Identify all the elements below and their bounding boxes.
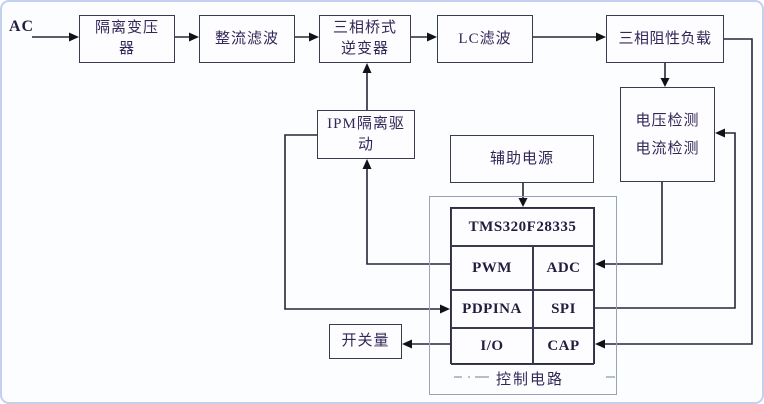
line-auxpower-to-dsp — [518, 183, 528, 207]
block-isolation-transformer: 隔离变压 器 — [79, 15, 175, 63]
dsp-title: TMS320F28335 — [451, 208, 594, 246]
line-load-to-cap — [595, 38, 753, 349]
block-label: 三相阻性负载 — [618, 30, 712, 47]
block-label: 开关量 — [341, 333, 390, 349]
control-circuit-box — [429, 196, 617, 395]
line-pwm-to-ipm — [362, 159, 450, 265]
block-aux-power: 辅助电源 — [450, 135, 594, 183]
dsp-cell-io: I/O — [451, 328, 533, 365]
dsp-tms320f28335-box: TMS320F28335 PWM ADC PDPINA SPI I/O CAP — [450, 207, 595, 365]
line-ac-to-transformer — [32, 32, 79, 42]
line-rectifier-to-inverter — [295, 32, 319, 42]
block-lc-filter: LC滤波 — [437, 15, 533, 63]
block-resistive-load: 三相阻性负载 — [606, 15, 724, 63]
ac-source-label: AC — [9, 18, 35, 35]
block-label: 整流滤波 — [214, 30, 279, 47]
control-circuit-label: 控制电路 — [495, 372, 564, 388]
block-rectifier-filter: 整流滤波 — [199, 15, 295, 63]
line-inverter-to-lcfilter — [411, 32, 437, 42]
line-transformer-to-rectifier — [175, 32, 199, 42]
line-io-to-switch — [402, 339, 450, 349]
dsp-cell-spi: SPI — [533, 290, 594, 328]
dsp-cell-adc: ADC — [533, 246, 594, 290]
dsp-cell-pdpina: PDPINA — [451, 290, 533, 328]
block-label: LC滤波 — [458, 30, 512, 47]
block-label: 电流检测 — [635, 140, 700, 157]
block-label: 隔离变压 — [94, 20, 159, 36]
block-ipm-driver: IPM隔离驱 动 — [317, 110, 415, 159]
dsp-cell-cap: CAP — [533, 328, 594, 365]
line-load-to-detect — [660, 63, 670, 87]
block-label: 辅助电源 — [489, 150, 554, 167]
block-label: 逆变器 — [340, 41, 389, 57]
line-detect-to-adc — [595, 182, 663, 269]
block-label: 动 — [357, 136, 374, 153]
dsp-cell-pwm: PWM — [451, 246, 533, 290]
block-bridge-inverter: 三相桥式 逆变器 — [319, 15, 411, 63]
block-label: 器 — [118, 41, 135, 57]
line-ipm-to-inverter — [362, 63, 372, 110]
block-voltage-current-detect: 电压检测 电流检测 — [620, 87, 715, 182]
block-switch-signal: 开关量 — [329, 324, 402, 359]
block-label: 三相桥式 — [332, 20, 397, 36]
line-spi-to-detect — [595, 128, 736, 309]
block-label: IPM隔离驱 — [327, 115, 405, 132]
block-label: 电压检测 — [635, 112, 700, 129]
line-ipm-to-pdpina — [284, 134, 450, 314]
line-lcfilter-to-load — [533, 32, 606, 42]
